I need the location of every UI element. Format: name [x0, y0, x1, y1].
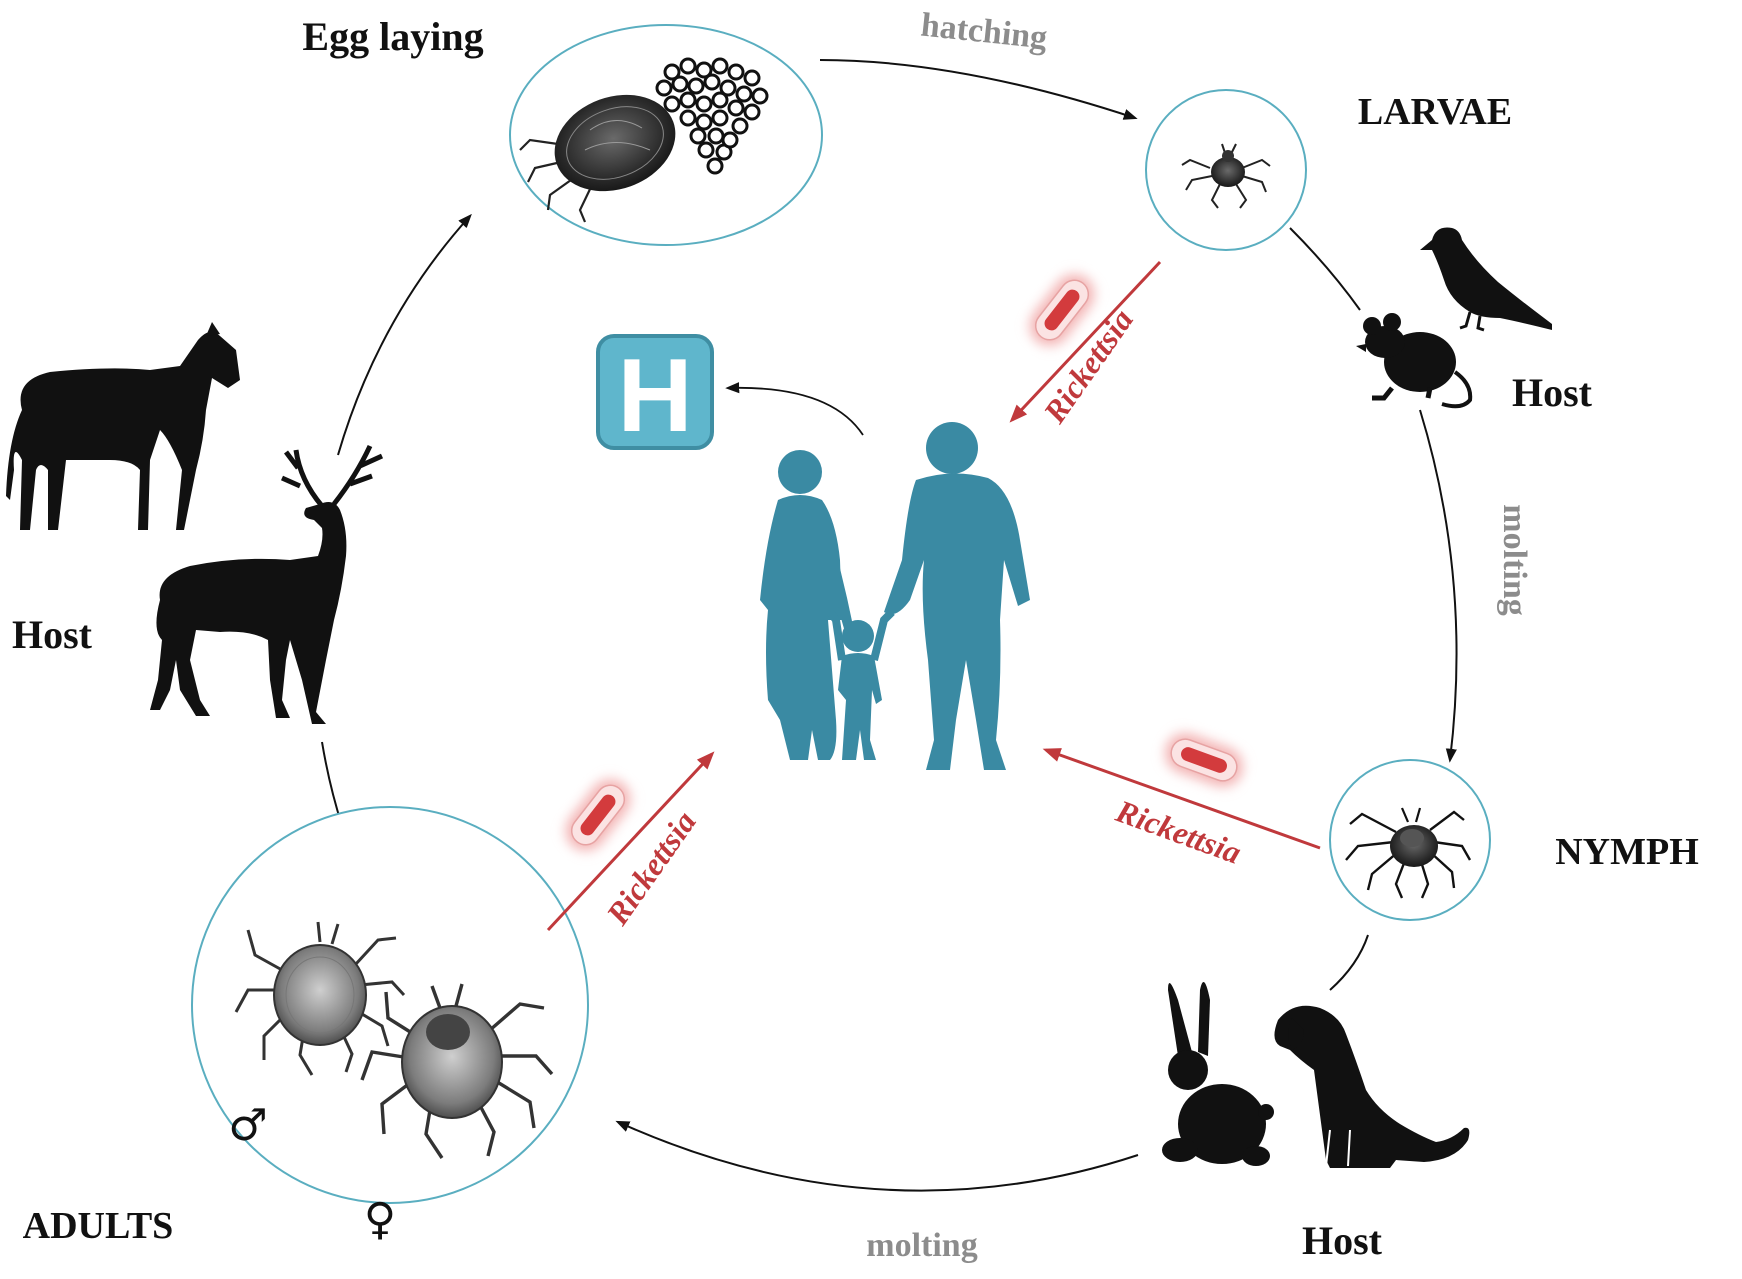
host-label-top-right: Host	[1512, 370, 1593, 415]
hospital-letter: H	[617, 338, 692, 454]
dog-icon	[1274, 1005, 1470, 1168]
horse-icon	[6, 322, 240, 530]
arrow-molting-bottom	[615, 1120, 1139, 1192]
bacterium-icon	[1165, 733, 1243, 787]
arrow-hatching	[819, 59, 1138, 120]
adult-ticks-icon: ♂ ♀	[228, 921, 554, 1245]
larvae-stage	[1145, 89, 1307, 251]
rabbit-icon	[1162, 982, 1274, 1166]
egg-laying-stage	[509, 24, 823, 246]
adults-stage: ♂ ♀	[191, 806, 589, 1245]
human-family-icon	[760, 422, 1030, 770]
stage-label-larvae: LARVAE	[1358, 91, 1512, 133]
arrow-molting-right	[1419, 409, 1458, 763]
host-label-left: Host	[12, 612, 93, 657]
transition-label-molting-bottom: molting	[866, 1227, 977, 1264]
arrow-to-hospital	[725, 382, 864, 436]
female-tick	[360, 983, 554, 1159]
transmission-from-larvae: Rickettsia	[1009, 260, 1162, 430]
host-label-bottom-right: Host	[1302, 1218, 1383, 1263]
transmission-from-nymph: Rickettsia	[1042, 733, 1321, 871]
stage-label-egg-laying: Egg laying	[302, 14, 483, 59]
bird-icon	[1420, 227, 1552, 332]
male-tick	[234, 921, 406, 1076]
transition-label-hatching: hatching	[919, 7, 1049, 57]
connector-larvae-host	[1289, 227, 1361, 311]
larva-tick-icon	[1181, 143, 1271, 209]
transmission-from-adults: Rickettsia	[546, 751, 715, 932]
bacterium-icon	[1029, 274, 1095, 346]
stage-label-adults: ADULTS	[23, 1205, 174, 1247]
nymph-tick-icon	[1345, 807, 1472, 899]
deer-icon	[150, 444, 384, 724]
stage-label-nymph: NYMPH	[1555, 831, 1699, 873]
transition-label-molting-right: molting	[1496, 504, 1533, 615]
nymph-stage	[1329, 759, 1491, 921]
rickettsia-label-nymph: Rickettsia	[1111, 792, 1246, 871]
arrow-host-egg-laying	[337, 213, 472, 456]
mouse-icon	[1356, 313, 1473, 409]
connector-nymph-host	[1329, 934, 1369, 991]
tick-with-eggs-icon	[519, 57, 769, 223]
male-symbol: ♂	[228, 1100, 267, 1151]
female-symbol: ♀	[364, 1194, 396, 1245]
hospital-icon: H	[596, 334, 714, 454]
bacterium-icon	[565, 779, 631, 851]
